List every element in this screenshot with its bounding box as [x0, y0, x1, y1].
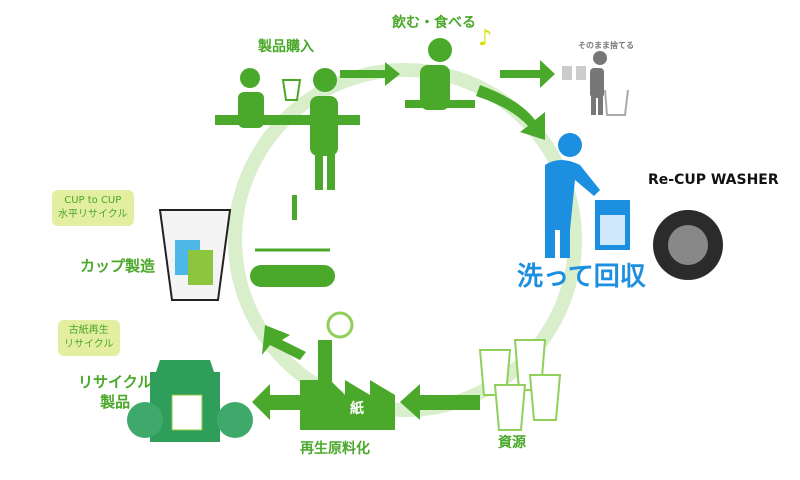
badge-cup-to-cup: CUP to CUP 水平リサイクル	[52, 190, 134, 226]
arrow-drink-to-wash	[476, 85, 545, 140]
cycle-ring	[228, 63, 582, 417]
arrow-resource-to-factory	[400, 384, 480, 420]
label-recycled-material: 再生原料化	[300, 441, 370, 457]
arrow-purchase-to-drink	[340, 62, 400, 86]
drinking-illustration	[405, 38, 475, 110]
label-resource: 資源	[498, 435, 526, 451]
arrow-to-discard	[500, 60, 555, 88]
factory-illustration	[300, 311, 395, 430]
label-cup-manufacture: カップ製造	[80, 257, 156, 275]
recycled-products-illustration	[127, 360, 253, 442]
washing-illustration	[545, 133, 723, 280]
discard-illustration	[590, 51, 629, 116]
badge-paper-recycle: 古紙再生 リサイクル	[58, 320, 120, 356]
label-purchase: 製品購入	[258, 39, 314, 55]
badge-line: 水平リサイクル	[58, 209, 128, 220]
badge-line: リサイクル	[64, 339, 114, 350]
purchase-illustration	[215, 68, 360, 190]
cups-stack-illustration	[478, 339, 562, 431]
label-wash-collect: 洗って回収	[517, 262, 646, 292]
paper-mark: 紙	[350, 401, 364, 417]
label-recup-washer: Re-CUP WASHER	[648, 172, 779, 188]
label-line: リサイクル	[78, 373, 153, 391]
music-note-icon: ♪	[478, 26, 493, 51]
arrow-factory-to-cup	[262, 325, 306, 360]
badge-line: 古紙再生	[68, 325, 109, 336]
badge-line: CUP to CUP	[64, 195, 122, 206]
label-discard: そのまま捨てる	[578, 41, 634, 50]
arrow-factory-to-products	[252, 384, 300, 420]
cup-illustration	[158, 209, 232, 301]
label-drink-eat: 飲む・食べる	[392, 15, 476, 31]
label-recycled-products: リサイクル 製品	[78, 372, 152, 412]
conveyor-illustration	[250, 195, 335, 287]
label-line: 製品	[100, 393, 131, 411]
